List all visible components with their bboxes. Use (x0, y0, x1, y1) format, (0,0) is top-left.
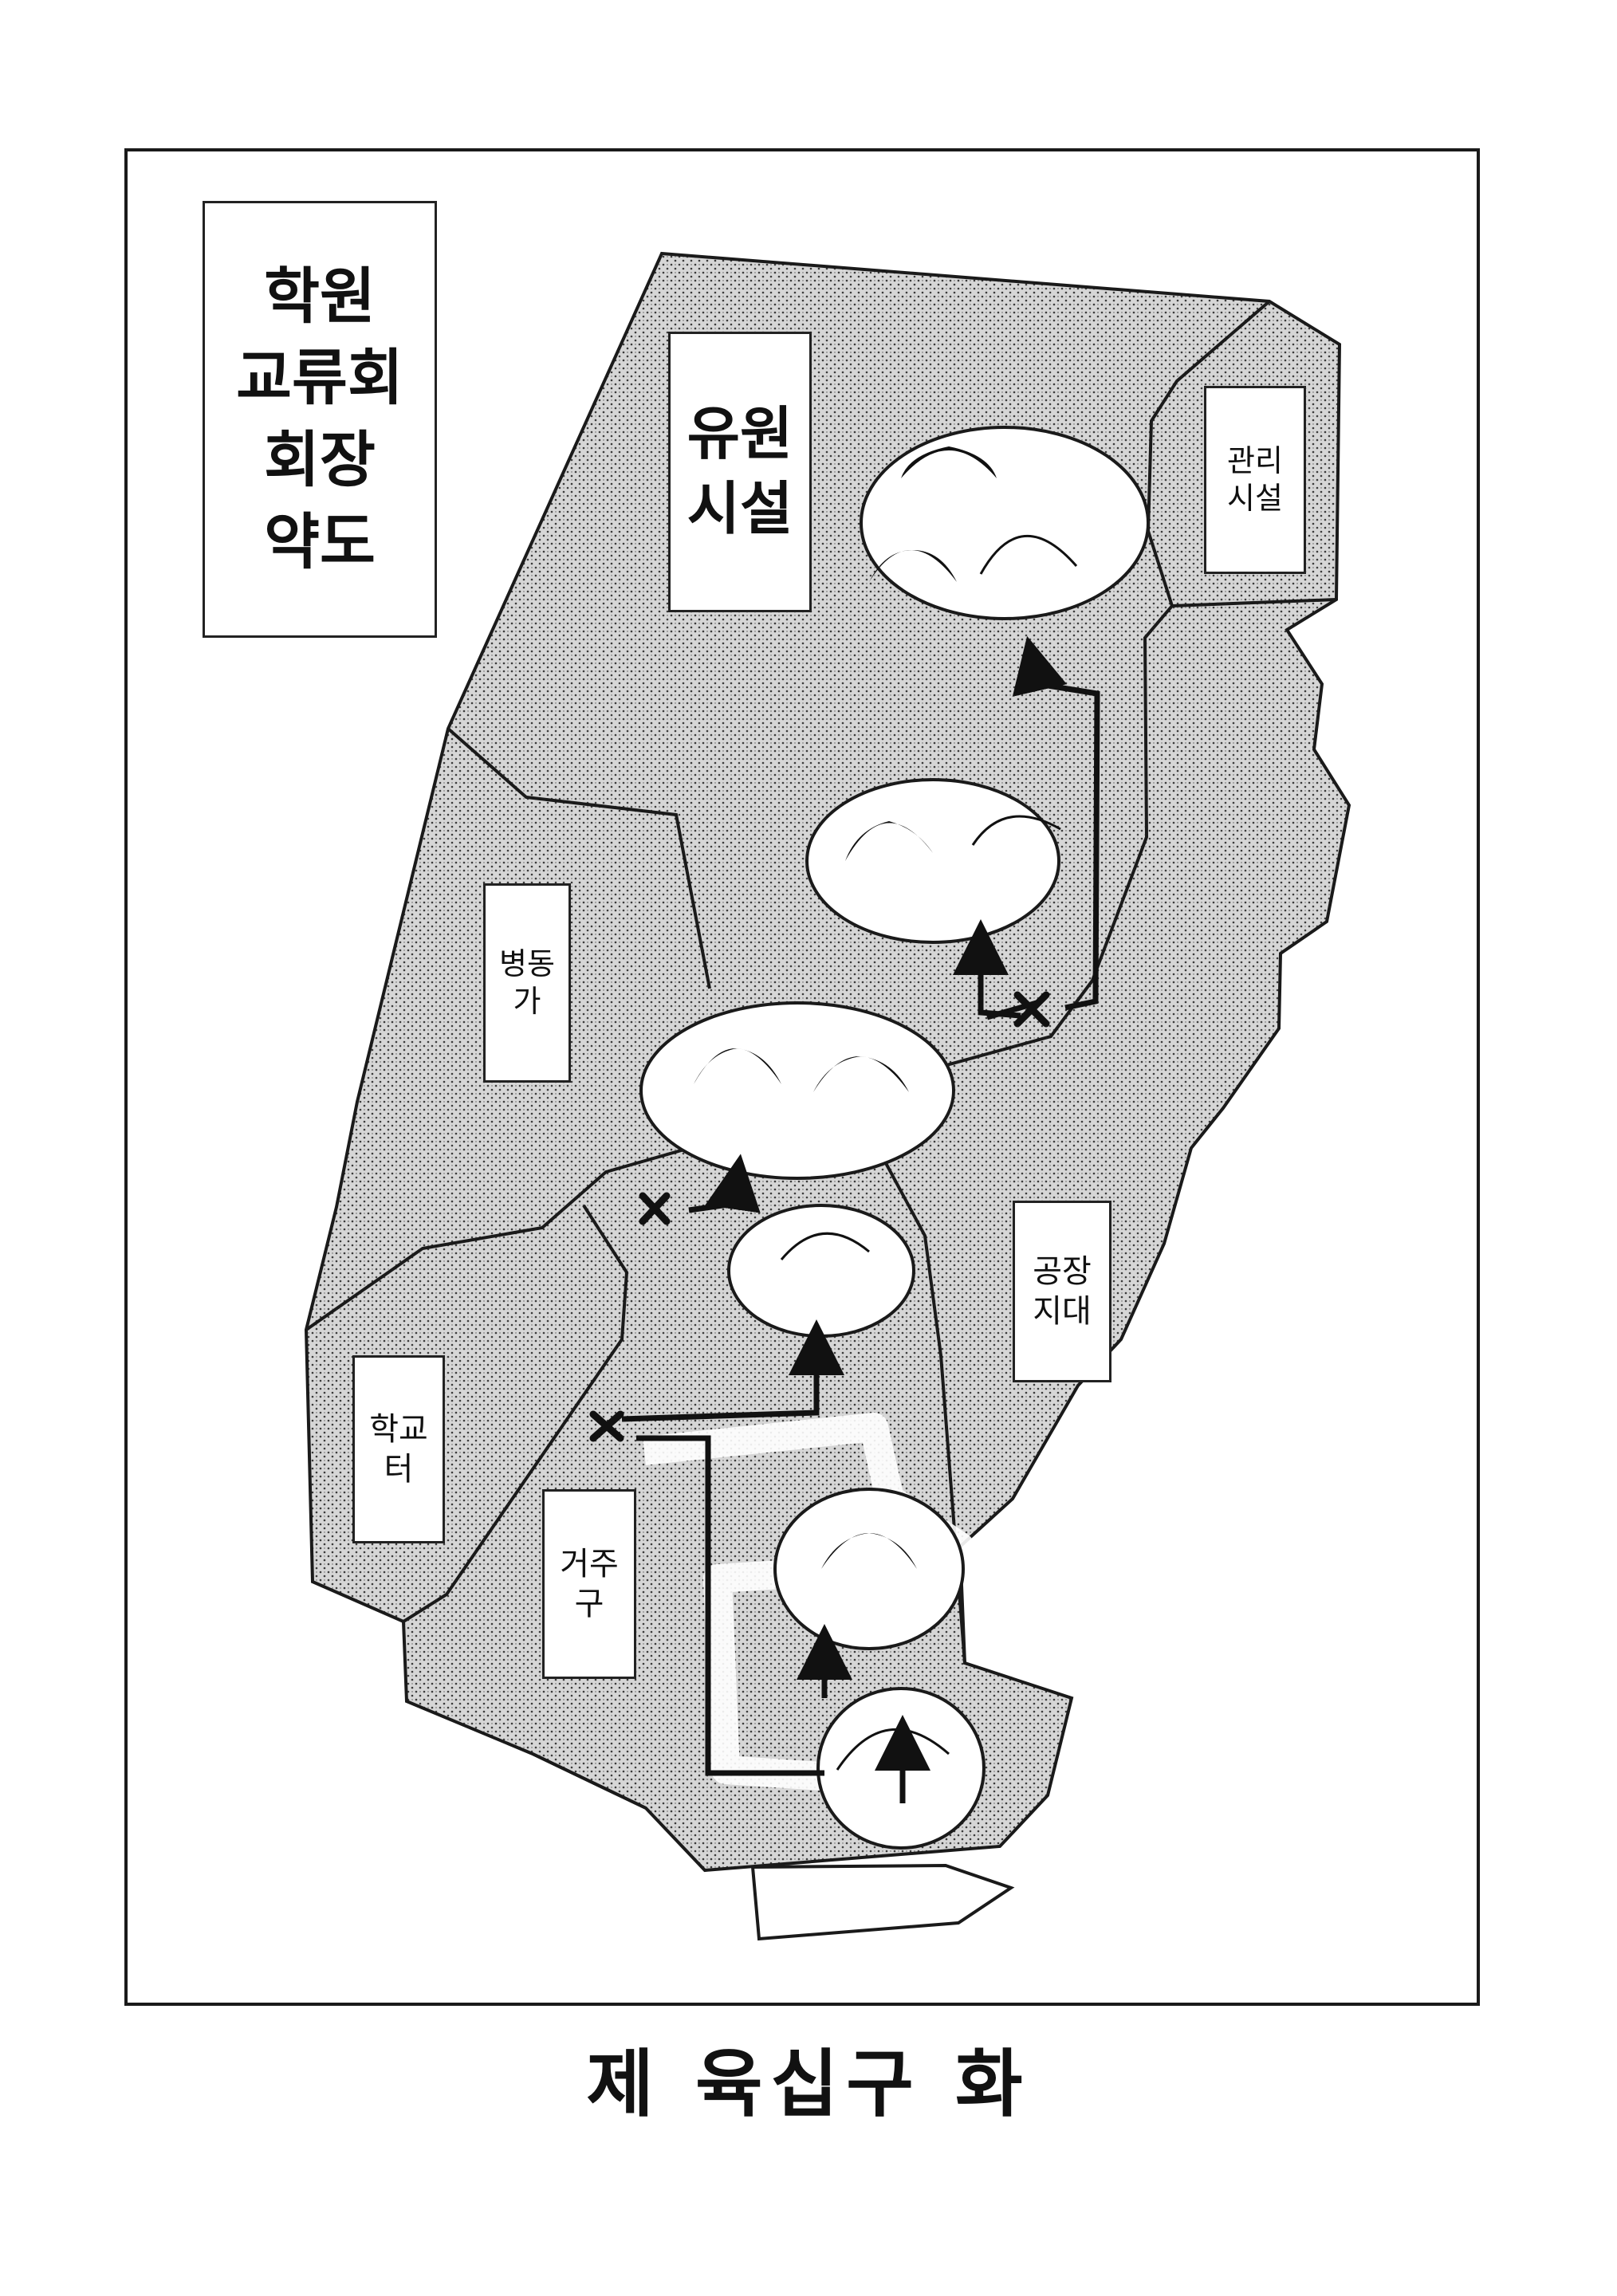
district-label-management: 관리 시설 (1204, 386, 1306, 574)
route-arrow (688, 1154, 761, 1213)
route-arrow (621, 1319, 844, 1422)
character-group-ward (639, 1001, 955, 1180)
entrance-gate (750, 1863, 1015, 1941)
character-group-residence (773, 1488, 965, 1650)
dark-hair-face-icon (694, 1048, 781, 1084)
character-group-middle (727, 1204, 915, 1338)
chibi-faces (694, 446, 997, 1569)
route-arrow (1012, 635, 1100, 1011)
route-arrow (953, 919, 1021, 1019)
x-mark-icon (639, 1192, 671, 1225)
district-borders (305, 300, 1337, 1810)
route-arrows (621, 635, 1100, 1803)
light-hair-face-icon (971, 815, 1061, 846)
light-hair-faces (780, 535, 1078, 1771)
route-arrow (636, 1435, 824, 1776)
district-label-residence: 거주 구 (542, 1489, 636, 1679)
district-label-factory: 공장 지대 (1013, 1201, 1111, 1382)
character-group-amusement (860, 426, 1150, 620)
dark-hair-face-icon (869, 550, 957, 582)
light-hair-face-icon (780, 1232, 870, 1260)
dark-hair-face-icon (821, 1533, 917, 1569)
district-label-ward: 병동 가 (483, 883, 571, 1083)
light-hair-face-icon (979, 535, 1078, 575)
district-label-school: 학교 터 (352, 1355, 445, 1543)
x-mark-icon (1013, 991, 1050, 1028)
character-ovals (639, 426, 1150, 1850)
district-label-amusement: 유원 시설 (668, 332, 812, 612)
dark-hair-face-icon (845, 821, 933, 861)
chapter-title: 제 육십구 화 (586, 2042, 1031, 2127)
dark-hair-face-icon (813, 1056, 909, 1092)
dark-hair-face-icon (901, 446, 997, 478)
character-group-upper (805, 778, 1060, 944)
map-title: 학원 교류회 회장 약도 (203, 201, 437, 638)
x-mark-icon (589, 1410, 624, 1442)
